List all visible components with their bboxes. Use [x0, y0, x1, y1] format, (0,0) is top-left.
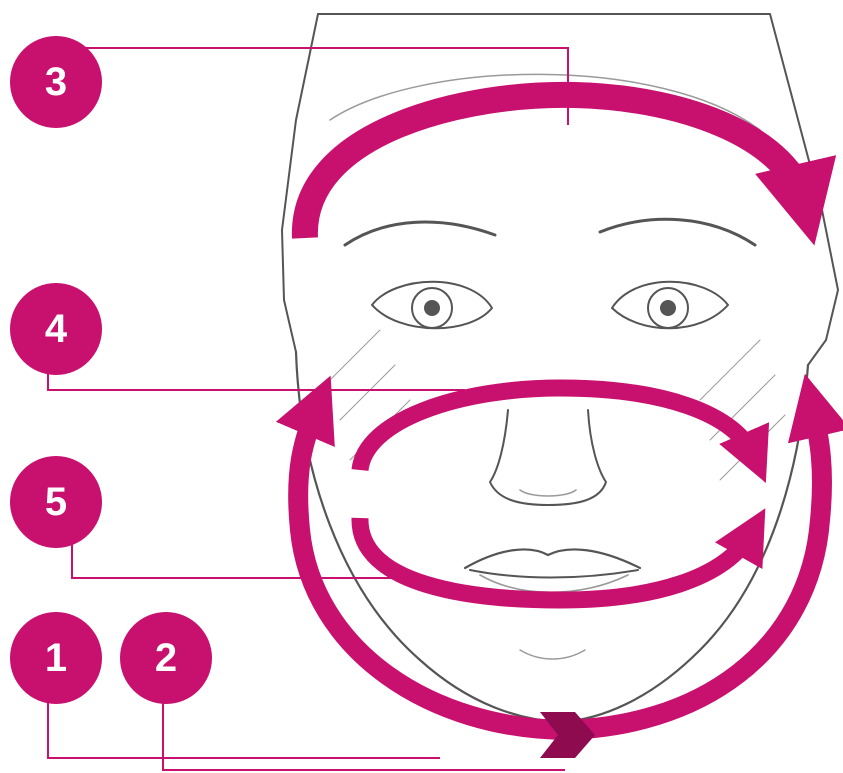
arrow-jaw-left-icon	[298, 405, 570, 730]
step-badge-4: 4	[10, 283, 102, 375]
leader-line-4	[48, 330, 465, 390]
step-number: 2	[155, 638, 177, 678]
arrow-forehead-icon	[305, 95, 805, 238]
leader-line-3	[82, 48, 568, 125]
leader-line-1	[48, 680, 440, 758]
step-badge-3: 3	[10, 36, 102, 128]
step-badge-1: 1	[10, 612, 102, 704]
arrow-cheek-lower-icon	[360, 518, 752, 600]
step-badge-5: 5	[10, 456, 102, 548]
face-sketch-icon	[282, 14, 838, 722]
step-number: 1	[45, 638, 67, 678]
step-badge-2: 2	[120, 612, 212, 704]
step-number: 3	[45, 62, 67, 102]
arrow-cheek-upper-icon	[360, 388, 755, 470]
step-number: 5	[45, 482, 67, 522]
step-number: 4	[45, 309, 67, 349]
